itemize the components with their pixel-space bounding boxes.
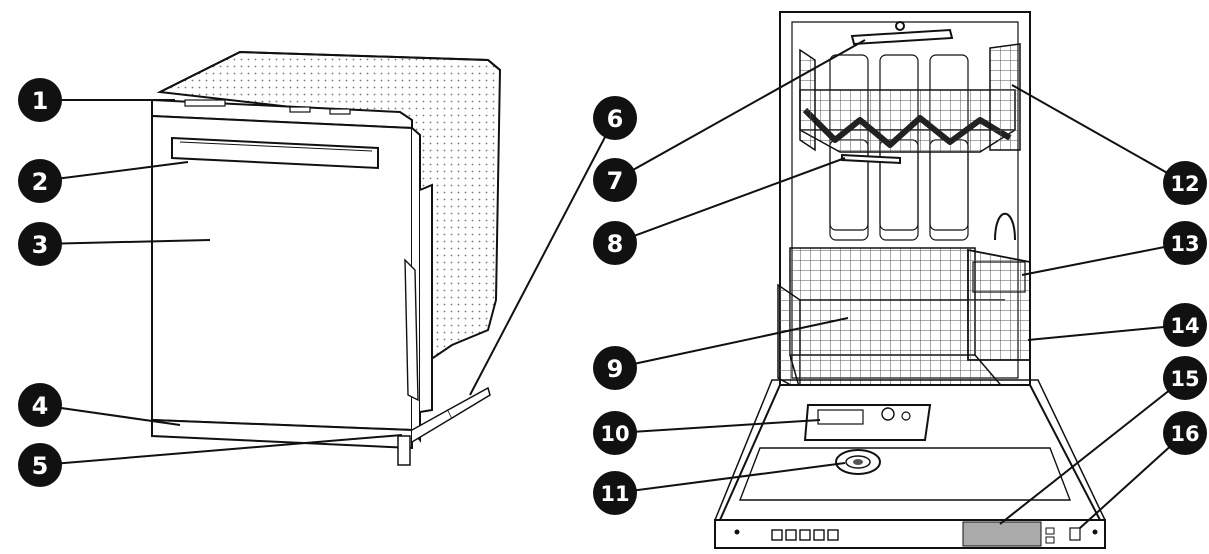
callout-circle-7 bbox=[593, 158, 637, 202]
callout-13: 13 bbox=[1163, 221, 1207, 265]
kick-plate bbox=[151, 418, 413, 450]
callout-number-9: 9 bbox=[607, 355, 624, 383]
callout-number-10: 10 bbox=[600, 422, 629, 446]
leader-line-4 bbox=[39, 404, 181, 426]
leader-line-9 bbox=[614, 317, 849, 369]
callout-8: 8 bbox=[593, 221, 637, 265]
leader-line-14 bbox=[1027, 324, 1186, 341]
callout-number-12: 12 bbox=[1170, 172, 1199, 196]
callout-2: 2 bbox=[18, 159, 62, 203]
open-dishwasher bbox=[713, 11, 1107, 549]
callout-circle-14 bbox=[1163, 303, 1207, 347]
filter-assembly bbox=[835, 449, 881, 475]
leader-line-15 bbox=[999, 377, 1186, 525]
callout-circle-11 bbox=[593, 471, 637, 515]
callout-number-13: 13 bbox=[1170, 232, 1199, 256]
callout-9: 9 bbox=[593, 346, 637, 390]
callout-circle-3 bbox=[18, 222, 62, 266]
leader-line-2 bbox=[39, 161, 189, 182]
leader-line-8 bbox=[614, 157, 846, 244]
callout-12: 12 bbox=[1163, 161, 1207, 205]
leader-lines bbox=[39, 39, 1186, 529]
callout-number-6: 6 bbox=[607, 105, 624, 133]
detergent-dispenser bbox=[803, 404, 932, 441]
leader-line-7 bbox=[614, 39, 866, 181]
leader-line-10 bbox=[614, 419, 821, 434]
leader-line-16 bbox=[1079, 432, 1186, 529]
callout-circle-6 bbox=[593, 96, 637, 140]
upper-rack bbox=[799, 43, 1021, 153]
callout-number-14: 14 bbox=[1170, 314, 1199, 338]
callout-circle-10 bbox=[593, 411, 637, 455]
control-buttons bbox=[184, 99, 226, 107]
callout-number-7: 7 bbox=[607, 167, 624, 195]
callout-number-4: 4 bbox=[32, 392, 49, 420]
callout-4: 4 bbox=[18, 383, 62, 427]
model-label-plate bbox=[962, 521, 1042, 547]
callout-circle-12 bbox=[1163, 161, 1207, 205]
callout-6: 6 bbox=[593, 96, 637, 140]
door-latch bbox=[1069, 527, 1081, 541]
callout-number-8: 8 bbox=[607, 230, 624, 258]
leader-line-12 bbox=[1011, 84, 1186, 184]
callout-3: 3 bbox=[18, 222, 62, 266]
closed-dishwasher bbox=[151, 50, 502, 466]
callout-1: 1 bbox=[18, 78, 62, 122]
leader-line-13 bbox=[1021, 242, 1186, 276]
callout-7: 7 bbox=[593, 158, 637, 202]
callout-15: 15 bbox=[1163, 356, 1207, 400]
callout-circle-2 bbox=[18, 159, 62, 203]
callout-circle-15 bbox=[1163, 356, 1207, 400]
leader-line-11 bbox=[614, 462, 846, 494]
callout-number-11: 11 bbox=[600, 482, 629, 506]
leader-line-5 bbox=[39, 434, 403, 466]
callout-number-2: 2 bbox=[32, 168, 49, 196]
upper-spray-arm bbox=[850, 28, 954, 46]
callout-circle-16 bbox=[1163, 411, 1207, 455]
callout-circle-9 bbox=[593, 346, 637, 390]
callout-number-5: 5 bbox=[32, 452, 49, 480]
callout-circle-1 bbox=[18, 78, 62, 122]
callout-10: 10 bbox=[593, 411, 637, 455]
silverware-basket bbox=[967, 212, 1031, 361]
callout-16: 16 bbox=[1163, 411, 1207, 455]
door-handle bbox=[171, 136, 379, 170]
callout-number-1: 1 bbox=[32, 87, 49, 115]
control-buttons-row bbox=[771, 529, 839, 541]
callout-circle-5 bbox=[18, 443, 62, 487]
callout-14: 14 bbox=[1163, 303, 1207, 347]
callout-number-3: 3 bbox=[32, 231, 49, 259]
callout-5: 5 bbox=[18, 443, 62, 487]
callout-number-15: 15 bbox=[1170, 367, 1199, 391]
control-panel-strip bbox=[151, 98, 413, 130]
callout-circle-8 bbox=[593, 221, 637, 265]
callout-11: 11 bbox=[593, 471, 637, 515]
leader-line-6 bbox=[469, 117, 616, 396]
callout-number-16: 16 bbox=[1170, 422, 1199, 446]
callout-circle-4 bbox=[18, 383, 62, 427]
callout-circle-13 bbox=[1163, 221, 1207, 265]
leveling-leg bbox=[397, 435, 411, 466]
leader-line-3 bbox=[39, 239, 211, 245]
lower-rack bbox=[777, 247, 1007, 392]
